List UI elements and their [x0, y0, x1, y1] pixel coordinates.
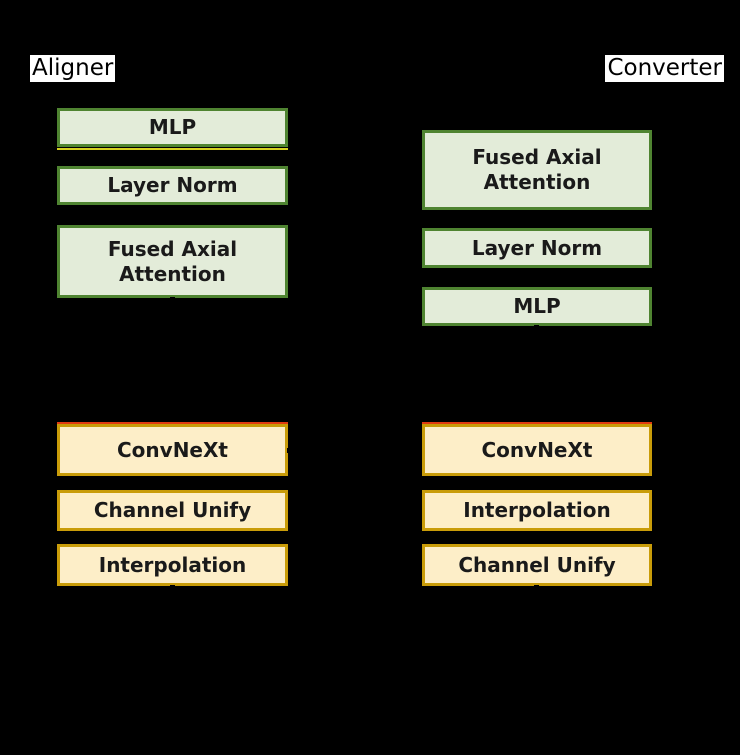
aligner-block-convnext[interactable]: ConvNeXt [57, 422, 288, 476]
connector-stub-aligner-convnext-right [287, 448, 296, 453]
connector-stub-converter-attention-layernorm [534, 215, 539, 224]
connector-stub-converter-channelunify-bottom [534, 585, 539, 594]
connector-stub-converter-convnext-interpolation [534, 481, 539, 490]
aligner-block-interpolation-label: Interpolation [98, 552, 247, 577]
aligner-attention-label-line-2: Attention [119, 261, 226, 286]
column-title-aligner: Aligner [30, 55, 116, 82]
connector-stub-aligner-interpolation-bottom [170, 585, 175, 594]
connector-stub-aligner-layernorm-attention [170, 214, 175, 223]
converter-block-mlp[interactable]: MLP [422, 287, 652, 326]
converter-attention-label-line-2: Attention [483, 170, 591, 194]
converter-block-mlp-label: MLP [513, 294, 561, 318]
connector-stub-converter-layernorm-mlp [534, 275, 539, 284]
connector-stub-aligner-top [170, 100, 175, 109]
aligner-block-layer-norm-label: Layer Norm [107, 173, 238, 197]
converter-block-channel-unify[interactable]: Channel Unify [422, 544, 652, 586]
connector-stub-aligner-mlp-layernorm [170, 155, 175, 164]
connector-stub-converter-mlp-bottom [534, 325, 539, 334]
connector-stub-converter-top [534, 122, 539, 131]
converter-block-layer-norm-label: Layer Norm [471, 235, 603, 260]
connector-stub-aligner-convnext-top [170, 416, 175, 425]
aligner-block-layer-norm[interactable]: Layer Norm [57, 166, 288, 205]
aligner-block-channel-unify-label: Channel Unify [93, 498, 252, 522]
aligner-block-channel-unify[interactable]: Channel Unify [57, 490, 288, 531]
converter-block-fused-axial-attention[interactable]: Fused Axial Attention [422, 130, 652, 210]
aligner-block-fused-axial-attention[interactable]: Fused Axial Attention [57, 225, 288, 298]
aligner-attention-label-line-1: Fused Axial [107, 236, 238, 261]
converter-block-interpolation[interactable]: Interpolation [422, 490, 652, 531]
connector-stub-converter-convnext-top [534, 416, 539, 425]
aligner-block-convnext-label: ConvNeXt [117, 437, 228, 462]
converter-block-channel-unify-label: Channel Unify [458, 552, 616, 577]
aligner-block-mlp[interactable]: MLP [57, 108, 288, 150]
aligner-block-mlp-label: MLP [148, 115, 197, 139]
converter-block-convnext-label: ConvNeXt [481, 437, 593, 462]
connector-stub-aligner-convnext-channelunify [170, 481, 175, 490]
column-title-converter: Converter [605, 55, 724, 82]
converter-attention-label-line-1: Fused Axial [472, 145, 602, 169]
aligner-block-fused-axial-attention-label: Fused Axial Attention [60, 237, 285, 287]
connector-stub-aligner-channelunify-interpolation [170, 535, 175, 544]
converter-block-convnext[interactable]: ConvNeXt [422, 422, 652, 476]
converter-block-layer-norm[interactable]: Layer Norm [422, 228, 652, 268]
aligner-block-interpolation[interactable]: Interpolation [57, 544, 288, 586]
converter-block-fused-axial-attention-label: Fused Axial Attention [425, 145, 649, 195]
converter-block-interpolation-label: Interpolation [463, 498, 611, 522]
connector-stub-converter-interpolation-channelunify [534, 535, 539, 544]
connector-stub-aligner-attention-bottom [170, 297, 175, 306]
